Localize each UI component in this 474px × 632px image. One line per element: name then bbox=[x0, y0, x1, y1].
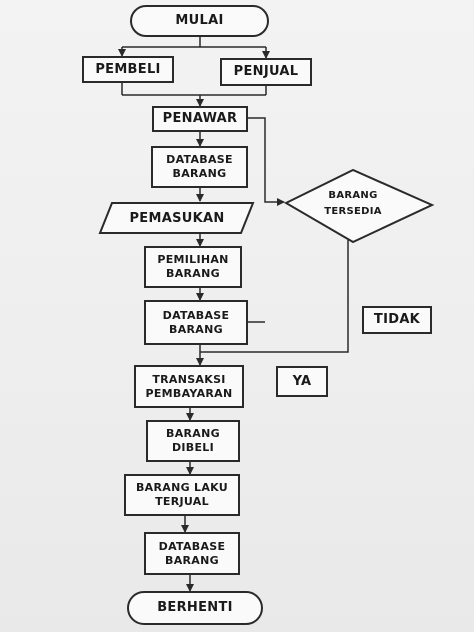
transaksi-line1: TRANSAKSI bbox=[152, 372, 226, 386]
end-label: BERHENTI bbox=[157, 600, 233, 615]
pemasukan-label: PEMASUKAN bbox=[129, 210, 225, 226]
pembeli-box: PEMBELI bbox=[82, 56, 174, 83]
dibeli-line2: DIBELI bbox=[171, 441, 215, 454]
tidak-label: TIDAK bbox=[373, 312, 421, 327]
database2-line1: DATABASE bbox=[162, 308, 230, 322]
ya-label-box: YA bbox=[276, 366, 328, 397]
start-terminal: MULAI bbox=[130, 5, 269, 37]
pemilihan-box: PEMILIHAN BARANG bbox=[144, 246, 242, 288]
pembeli-label: PEMBELI bbox=[95, 61, 161, 77]
penawar-label: PENAWAR bbox=[162, 111, 238, 126]
pemasukan-shape bbox=[98, 202, 255, 234]
transaksi-box: TRANSAKSI PEMBAYARAN bbox=[134, 365, 244, 408]
dibeli-box: BARANG DIBELI bbox=[146, 420, 240, 462]
decision-line1: BARANG bbox=[328, 190, 378, 201]
terjual-line2: TERJUAL bbox=[155, 495, 209, 508]
database3-line2: BARANG bbox=[165, 553, 219, 567]
terjual-box: BARANG LAKU TERJUAL bbox=[124, 474, 240, 516]
pemilihan-line1: PEMILIHAN bbox=[157, 253, 229, 266]
ya-label: YA bbox=[292, 373, 312, 389]
pemilihan-line2: BARANG bbox=[166, 267, 220, 280]
decision-shape bbox=[283, 168, 435, 244]
end-terminal: BERHENTI bbox=[127, 591, 263, 625]
database1-line1: DATABASE bbox=[166, 153, 233, 166]
database-box-3: DATABASE BARANG bbox=[144, 532, 240, 575]
database2-line2: BARANG bbox=[169, 322, 223, 336]
database-box-2: DATABASE BARANG bbox=[144, 300, 248, 345]
decision-label: BARANG TERSEDIA bbox=[303, 188, 403, 220]
dibeli-line1: BARANG bbox=[166, 427, 220, 440]
database3-line1: DATABASE bbox=[158, 539, 226, 553]
database1-line2: BARANG bbox=[172, 167, 227, 180]
edge-penawar-right bbox=[248, 117, 285, 206]
penjual-box: PENJUAL bbox=[220, 58, 312, 86]
transaksi-line2: PEMBAYARAN bbox=[145, 386, 233, 400]
edge-decision-return bbox=[200, 240, 349, 353]
penawar-box: PENAWAR bbox=[152, 106, 248, 132]
start-label: MULAI bbox=[175, 13, 224, 28]
terjual-line1: BARANG LAKU bbox=[135, 481, 229, 494]
tidak-label-box: TIDAK bbox=[362, 306, 432, 334]
penjual-label: PENJUAL bbox=[233, 64, 299, 79]
decision-line2: TERSEDIA bbox=[324, 206, 382, 217]
database-box-1: DATABASE BARANG bbox=[151, 146, 248, 188]
